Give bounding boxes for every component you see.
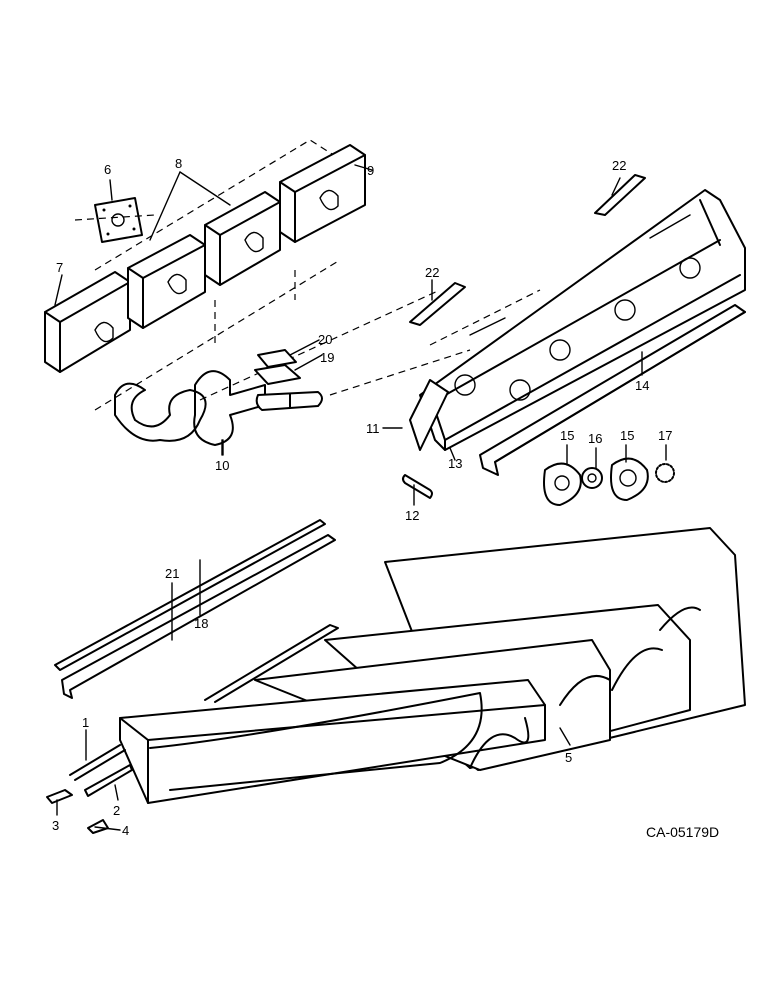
part-7-panel <box>44 271 131 373</box>
part-12-pin <box>402 474 433 499</box>
callout-19: 19 <box>320 350 334 365</box>
part-22-gasket-a <box>594 174 646 216</box>
callout-21: 21 <box>165 566 179 581</box>
callout-2: 2 <box>113 803 120 818</box>
callout-5: 5 <box>565 750 572 765</box>
part-9-panel <box>279 144 366 243</box>
part-3-clip <box>46 789 73 804</box>
part-8-panel-b <box>204 191 281 286</box>
part-13-trough <box>419 189 746 451</box>
callout-11: 11 <box>366 421 380 436</box>
part-5-main-pan <box>119 527 746 804</box>
part-8-panel-a <box>127 234 206 329</box>
part-6-plate <box>94 197 143 243</box>
callout-6: 6 <box>104 162 111 177</box>
part-1-strip <box>69 744 126 781</box>
drawing-code: CA-05179D <box>646 824 719 840</box>
callout-10: 10 <box>215 458 229 473</box>
part-18-bar <box>61 534 336 699</box>
callout-16: 16 <box>588 431 602 446</box>
part-21-bar <box>54 519 326 671</box>
callout-20: 20 <box>318 332 332 347</box>
part-20-plate <box>257 349 297 368</box>
part-14-rail <box>479 304 746 476</box>
part-4-clip <box>87 819 109 834</box>
part-11-hood <box>409 379 449 451</box>
callout-1: 1 <box>82 715 89 730</box>
part-2-strip <box>84 764 133 797</box>
callout-22b: 22 <box>425 265 439 280</box>
callout-18: 18 <box>194 616 208 631</box>
callout-17: 17 <box>658 428 672 443</box>
part-15-flange-a <box>543 462 582 506</box>
callout-labels: 6 8 9 7 22 22 20 19 10 11 13 14 12 15 16… <box>52 156 672 838</box>
callout-14: 14 <box>635 378 649 393</box>
part-15-flange-b <box>610 457 649 501</box>
callout-4: 4 <box>122 823 129 838</box>
part-17-collar <box>655 463 675 483</box>
callout-15a: 15 <box>560 428 574 443</box>
callout-15b: 15 <box>620 428 634 443</box>
callout-8: 8 <box>175 156 182 171</box>
callout-9: 9 <box>367 163 374 178</box>
callout-22a: 22 <box>612 158 626 173</box>
part-10-auger <box>114 370 266 456</box>
part-22-gasket-b <box>409 282 466 326</box>
leader-lines <box>54 164 667 831</box>
part-16-bearing <box>581 467 603 489</box>
callout-7: 7 <box>56 260 63 275</box>
callout-13: 13 <box>448 456 462 471</box>
callout-12: 12 <box>405 508 419 523</box>
callout-3: 3 <box>52 818 59 833</box>
